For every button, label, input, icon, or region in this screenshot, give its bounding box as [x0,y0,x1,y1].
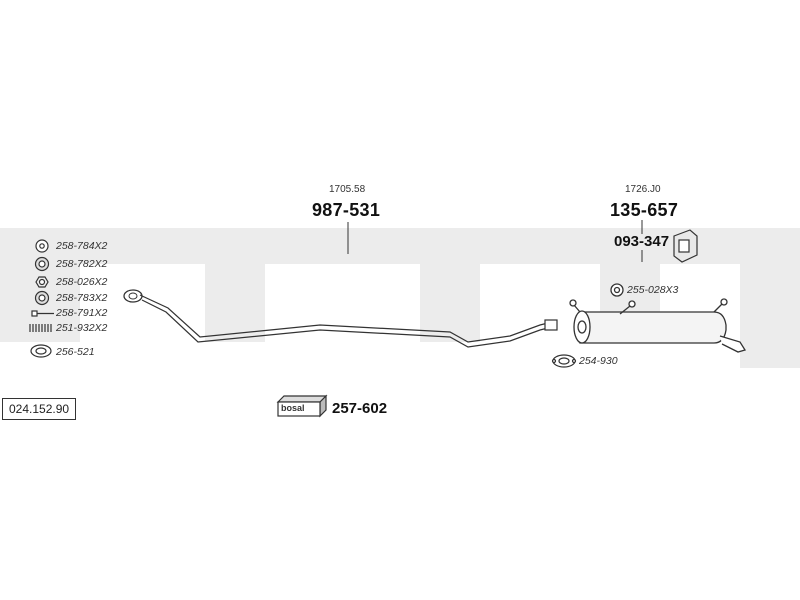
kit-part-code[interactable]: 258-791X2 [56,307,108,319]
watermark-block [420,264,480,342]
rear-muffler-135-657 [569,298,747,353]
bolt-icon [31,310,54,317]
assembly-kit-label: bosal [281,403,305,413]
hex-nut-icon [35,276,49,288]
kit-part-code[interactable]: 258-783X2 [56,292,108,304]
muffler-reference: 1726.J0 [625,184,661,195]
assembly-kit-part-number[interactable]: 257-602 [332,400,388,417]
seal-ring-icon [30,344,52,358]
watermark-block [205,264,265,342]
flange-gasket-icon [551,354,577,368]
kit-part-code[interactable]: 258-026X2 [56,276,108,288]
flange-gasket-part-code[interactable]: 254-930 [579,355,618,367]
ring-icon [34,290,50,306]
pipe-reference: 1705.58 [329,184,366,195]
kit-part-code[interactable]: 258-782X2 [56,258,108,270]
kit-part-code[interactable]: 258-784X2 [56,240,108,252]
watermark-band [0,228,800,264]
rubber-mount-icon [673,229,698,263]
watermark-block [740,228,800,368]
washer-icon [35,239,49,253]
gasket-icon [34,256,50,272]
spring-icon [29,324,52,332]
kit-part-code[interactable]: 251-932X2 [56,322,108,334]
muffler-part-number[interactable]: 135-657 [610,200,679,220]
kit-part-code[interactable]: 256-521 [56,346,95,358]
mount-part-number[interactable]: 093-347 [614,233,670,250]
clamp-icon [610,283,624,297]
clamp-part-code[interactable]: 255-028X3 [627,284,679,296]
catalog-number: 024.152.90 [2,398,77,420]
front-flange-icon [123,289,143,303]
middle-pipe-987-531 [139,294,558,348]
assembly-kit-box-icon [276,394,328,418]
pipe-part-number[interactable]: 987-531 [312,200,381,220]
